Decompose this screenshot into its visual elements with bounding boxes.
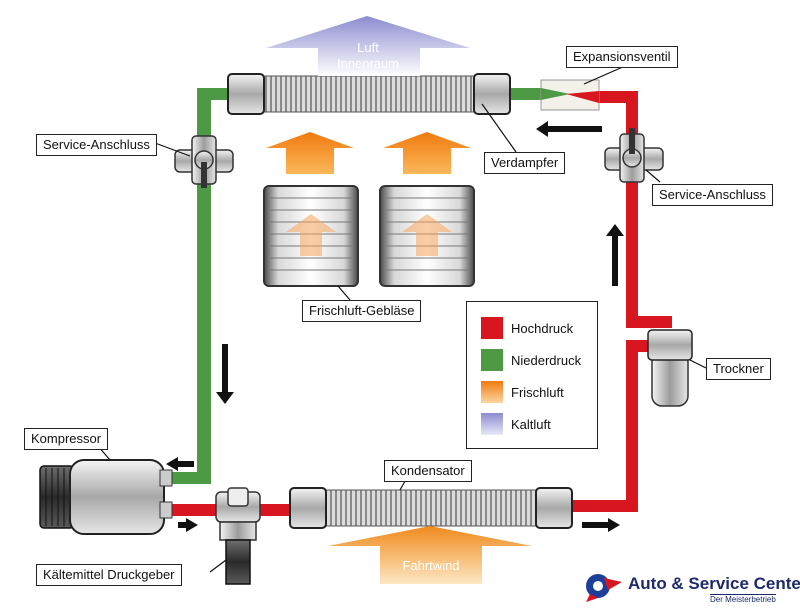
condenser-label: Kondensator	[384, 460, 472, 482]
legend-item-cold-air: Kaltluft	[481, 413, 551, 435]
low-pressure-pipes	[164, 88, 546, 484]
service-port-left	[174, 135, 234, 188]
legend: Hochdruck Niederdruck Frischluft Kaltluf…	[466, 301, 598, 449]
leader-lines	[97, 65, 707, 573]
legend-label-cold-air: Kaltluft	[511, 416, 551, 432]
legend-item-fresh-air: Frischluft	[481, 381, 564, 403]
company-logo-name: Auto & Service Center	[628, 574, 800, 593]
legend-swatch-cold-air	[481, 413, 503, 435]
legend-label-low-pressure: Niederdruck	[511, 352, 582, 368]
drier	[647, 329, 693, 407]
pressure-sensor-label: Kältemittel Druckgeber	[36, 564, 182, 586]
service-port-right-label: Service-Anschluss	[652, 184, 773, 206]
cold-air-label-line1: Luft	[357, 40, 379, 55]
service-port-left-label: Service-Anschluss	[36, 134, 157, 156]
fresh-air-arrow-left	[266, 132, 354, 174]
legend-swatch-fresh-air	[481, 381, 503, 403]
blower-label: Frischluft-Gebläse	[302, 300, 422, 322]
legend-swatch-low-pressure	[481, 349, 503, 371]
ram-air-label: Fahrtwind	[402, 558, 460, 573]
compressor-label: Kompressor	[24, 428, 109, 450]
legend-swatch-high-pressure	[481, 317, 503, 339]
fresh-air-arrow-right	[383, 132, 471, 174]
legend-item-high-pressure: Hochdruck	[481, 317, 573, 339]
service-port-right	[604, 128, 664, 183]
flow-arrows	[166, 121, 624, 532]
compressor	[39, 459, 173, 535]
cold-air-arrow	[266, 16, 470, 76]
blower-left	[263, 185, 359, 287]
expansion-valve	[540, 79, 600, 111]
condenser	[289, 487, 573, 529]
evaporator-label: Verdampfer	[484, 152, 566, 174]
company-logo: Auto & Service Center Der Meisterbetrieb	[582, 572, 800, 604]
legend-item-low-pressure: Niederdruck	[481, 349, 581, 371]
company-logo-tagline: Der Meisterbetrieb	[710, 594, 776, 604]
pressure-sensor	[215, 487, 261, 585]
cold-air-label: Luft Innenraum	[318, 40, 418, 72]
blower-right	[379, 185, 475, 287]
company-logo-mark	[586, 574, 622, 602]
cold-air-label-line2: Innenraum	[336, 56, 400, 71]
drier-label: Trockner	[706, 358, 771, 380]
legend-label-fresh-air: Frischluft	[511, 384, 564, 400]
evaporator	[227, 73, 511, 115]
legend-label-high-pressure: Hochdruck	[511, 320, 574, 336]
ram-air-arrow	[328, 526, 532, 584]
expansion-valve-label: Expansionsventil	[566, 46, 678, 68]
